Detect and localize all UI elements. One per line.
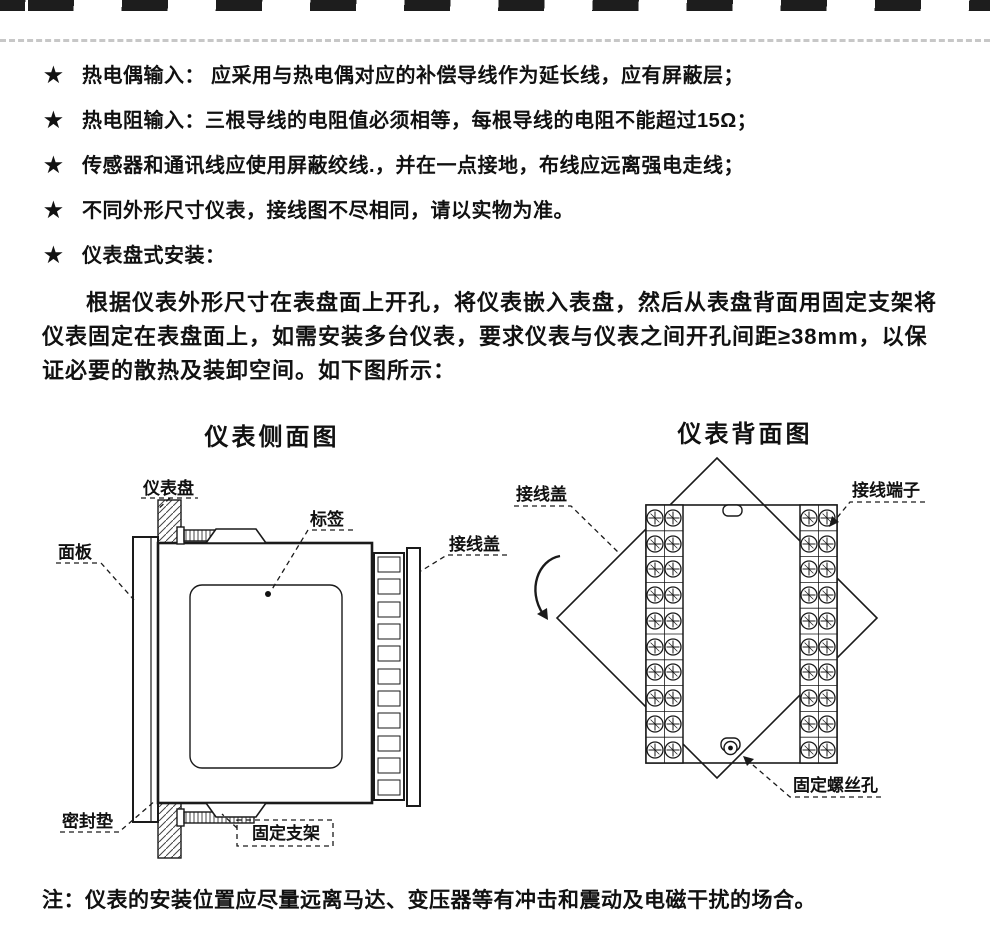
label-seal-gasket: 密封垫: [62, 811, 113, 831]
bullet-text: 不同外形尺寸仪表，接线图不尽相同，请以实物为准。: [82, 200, 574, 222]
side-view-title: 仪表侧面图: [204, 425, 340, 451]
bullet-list: ★ 热电偶输入： 应采用与热电偶对应的补偿导线作为延长线，应有屏蔽层； ★ 热电…: [44, 64, 974, 289]
label-terminal-block: 接线端子: [852, 480, 920, 500]
callout-mount-bracket: 固定支架: [221, 813, 334, 847]
callout-terminal-cover: 接线盖: [420, 534, 507, 572]
callout-tag: 标签: [265, 509, 353, 597]
top-tab: [722, 504, 743, 517]
star-icon: ★: [44, 109, 63, 132]
dashed-divider: [0, 39, 990, 42]
instrument-case: [156, 541, 374, 805]
bullet-text: 仪表盘式安装：: [82, 245, 226, 267]
back-view-title: 仪表背面图: [677, 422, 813, 448]
callout-terminal-block: 接线端子: [829, 480, 925, 527]
terminal-strip: [373, 552, 405, 801]
callout-fixing-screw-hole: 固定螺丝孔: [743, 756, 881, 798]
label-mount-bracket: 固定支架: [252, 823, 320, 843]
star-icon: ★: [44, 154, 63, 177]
star-icon: ★: [44, 244, 63, 267]
label-fixing-screw-hole: 固定螺丝孔: [793, 775, 878, 795]
side-view-diagram: 仪表盘 面板 标签 接线盖 密封垫 固定支架: [56, 478, 507, 859]
label-area: [189, 584, 343, 769]
label-tag: 标签: [310, 509, 345, 529]
bullet-item: ★ 不同外形尺寸仪表，接线图不尽相同，请以实物为准。: [44, 199, 974, 223]
back-view-diagram: 接线盖 接线端子 固定螺丝孔: [514, 456, 925, 798]
bullet-text: 传感器和通讯线应使用屏蔽绞线.，并在一点接地，布线应远离强电走线；: [82, 155, 745, 177]
note-text: 注：仪表的安装位置应尽量远离马达、变压器等有冲击和震动及电磁干扰的场合。: [42, 889, 816, 912]
label-front-panel: 面板: [58, 542, 93, 562]
top-mount-bracket: [176, 526, 268, 545]
callout-terminal-cover: 接线盖: [514, 484, 620, 554]
bullet-item: ★ 仪表盘式安装：: [44, 244, 974, 268]
rotate-arrow-icon: [534, 554, 561, 620]
bullet-item: ★ 热电偶输入： 应采用与热电偶对应的补偿导线作为延长线，应有屏蔽层；: [44, 64, 974, 88]
callout-seal-gasket: 密封垫: [60, 799, 157, 833]
front-bezel: [132, 536, 159, 823]
bullet-text: 热电阻输入：三根导线的电阻值必须相等，每根导线的电阻不能超过15Ω；: [82, 110, 758, 132]
fixing-screw: [720, 737, 741, 756]
label-terminal-cover: 接线盖: [516, 484, 567, 504]
label-panel-board: 仪表盘: [142, 478, 194, 498]
label-terminal-cover: 接线盖: [449, 534, 500, 554]
bullet-text: 热电偶输入： 应采用与热电偶对应的补偿导线作为延长线，应有屏蔽层；: [82, 65, 745, 87]
bullet-item: ★ 热电阻输入：三根导线的电阻值必须相等，每根导线的电阻不能超过15Ω；: [44, 109, 974, 133]
callout-panel-board: 仪表盘: [141, 478, 198, 511]
torn-edge-decoration: [0, 0, 990, 11]
callout-front-panel: 面板: [56, 542, 135, 601]
terminal-cover-plate: [406, 547, 421, 807]
bottom-mount-bracket: [176, 802, 268, 827]
star-icon: ★: [44, 64, 63, 87]
bullet-item: ★ 传感器和通讯线应使用屏蔽绞线.，并在一点接地，布线应远离强电走线；: [44, 154, 974, 178]
install-paragraph: 根据仪表外形尺寸在表盘面上开孔，将仪表嵌入表盘，然后从表盘背面用固定支架将仪表固…: [42, 290, 938, 383]
star-icon: ★: [44, 199, 63, 222]
